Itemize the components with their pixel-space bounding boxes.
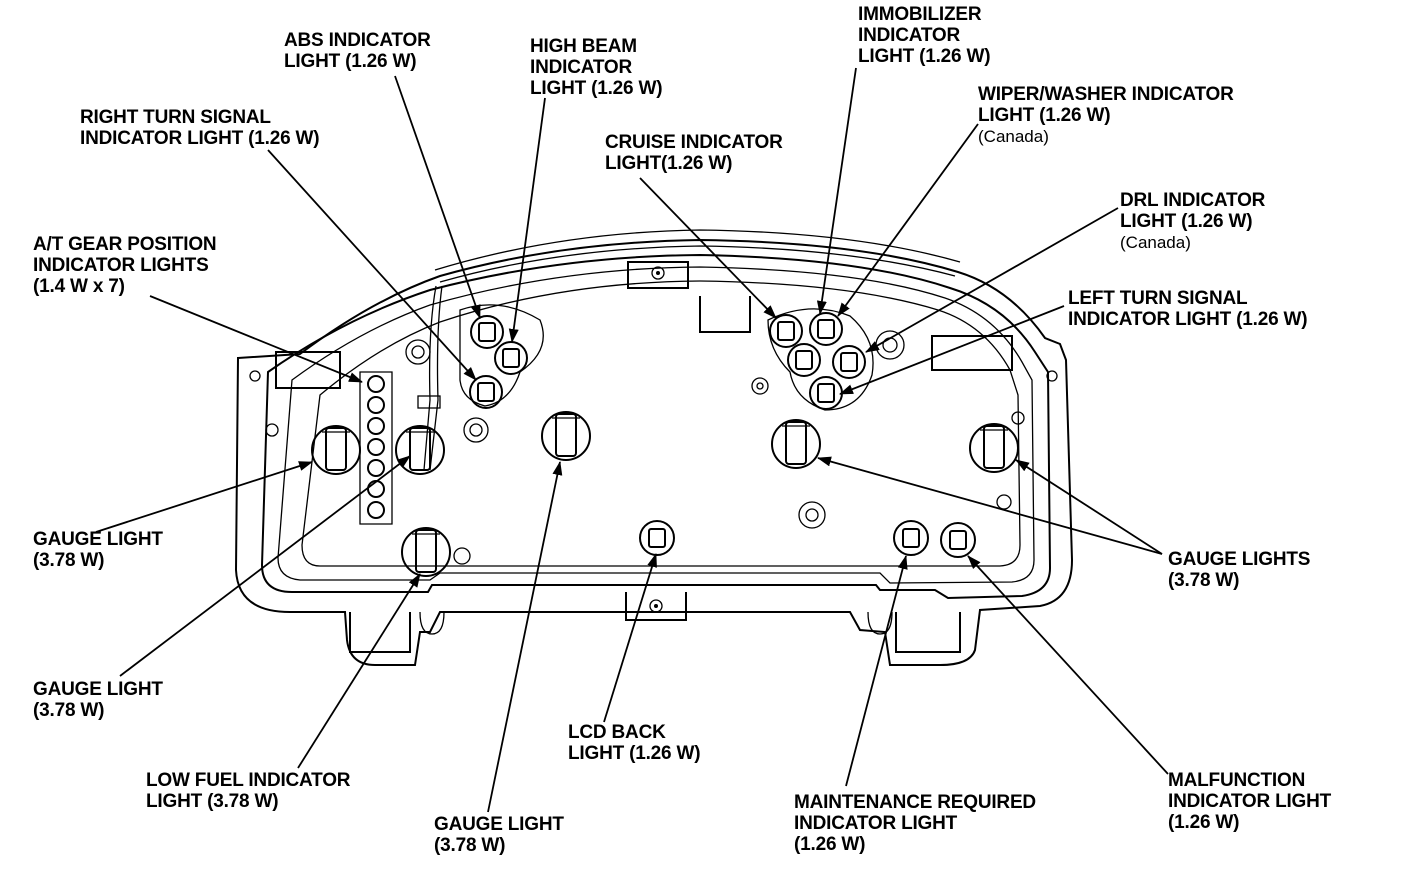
- indicator-cluster-left: [459, 304, 544, 409]
- leader-immobilizer: [816, 67, 857, 315]
- cluster-housing: [234, 229, 1074, 666]
- callout-labels: ABS INDICATOR LIGHT (1.26 W) HIGH BEAM I…: [33, 4, 1335, 856]
- leader-left-turn: [839, 305, 1065, 395]
- gauge-socket-center: [541, 411, 591, 461]
- label-gauge-light-left: GAUGE LIGHT (3.78 W): [33, 529, 167, 571]
- leader-gauge-bottom: [487, 461, 563, 813]
- leader-abs: [394, 75, 481, 319]
- label-right-turn: RIGHT TURN SIGNAL INDICATOR LIGHT (1.26 …: [80, 107, 319, 149]
- leader-at-gear: [149, 295, 363, 383]
- gauge-socket-left: [311, 425, 361, 475]
- label-at-gear: A/T GEAR POSITION INDICATOR LIGHTS (1.4 …: [33, 234, 220, 297]
- indicator-cluster-right: [767, 308, 874, 411]
- label-cruise: CRUISE INDICATOR LIGHT(1.26 W): [605, 132, 787, 174]
- maintenance-socket: [893, 520, 929, 556]
- leader-low-fuel: [297, 573, 421, 769]
- leader-cruise: [639, 177, 777, 319]
- gauge-socket-right-outer: [969, 423, 1019, 473]
- label-low-fuel: LOW FUEL INDICATOR LIGHT (3.78 W): [146, 770, 354, 812]
- gauge-socket-right-inner: [771, 419, 821, 469]
- label-gauge-lights-right: GAUGE LIGHTS (3.78 W): [1168, 549, 1314, 591]
- at-gear-position-sockets: [359, 371, 393, 525]
- bulb-sockets: [311, 285, 1019, 577]
- lcd-back-socket: [639, 520, 675, 556]
- label-gauge-light-bottom: GAUGE LIGHT (3.78 W): [434, 814, 568, 856]
- label-immobilizer: IMMOBILIZER INDICATOR LIGHT (1.26 W): [858, 4, 990, 67]
- malfunction-socket: [940, 522, 976, 558]
- leader-drl: [865, 207, 1119, 353]
- leader-right-turn: [267, 149, 477, 381]
- leader-lines: [95, 67, 1169, 813]
- leader-gauge-right-inner: [817, 456, 1163, 555]
- gauge-socket-low-fuel: [401, 527, 451, 577]
- leader-wiper-washer: [837, 123, 979, 317]
- leader-gauge-left: [95, 461, 313, 533]
- leader-malfunction: [967, 555, 1169, 775]
- label-drl: DRL INDICATOR LIGHT (1.26 W) (Canada): [1120, 190, 1269, 252]
- label-maintenance: MAINTENANCE REQUIRED INDICATOR LIGHT (1.…: [794, 792, 1040, 855]
- label-high-beam: HIGH BEAM INDICATOR LIGHT (1.26 W): [530, 36, 662, 99]
- leader-maintenance: [845, 555, 908, 787]
- label-malfunction: MALFUNCTION INDICATOR LIGHT (1.26 W): [1168, 770, 1335, 833]
- label-gauge-light-lower-left: GAUGE LIGHT (3.78 W): [33, 679, 167, 721]
- leader-gauge-right-outer: [1015, 459, 1163, 555]
- label-abs: ABS INDICATOR LIGHT (1.26 W): [284, 30, 435, 72]
- leader-gauge-lower-left: [119, 455, 411, 677]
- leader-high-beam: [508, 97, 546, 343]
- label-wiper-washer: WIPER/WASHER INDICATOR LIGHT (1.26 W) (C…: [978, 84, 1238, 146]
- gauge-socket-center-left: [395, 425, 445, 475]
- label-lcd-back: LCD BACK LIGHT (1.26 W): [568, 722, 700, 764]
- leader-lcd-back: [603, 553, 657, 723]
- label-left-turn: LEFT TURN SIGNAL INDICATOR LIGHT (1.26 W…: [1068, 288, 1307, 330]
